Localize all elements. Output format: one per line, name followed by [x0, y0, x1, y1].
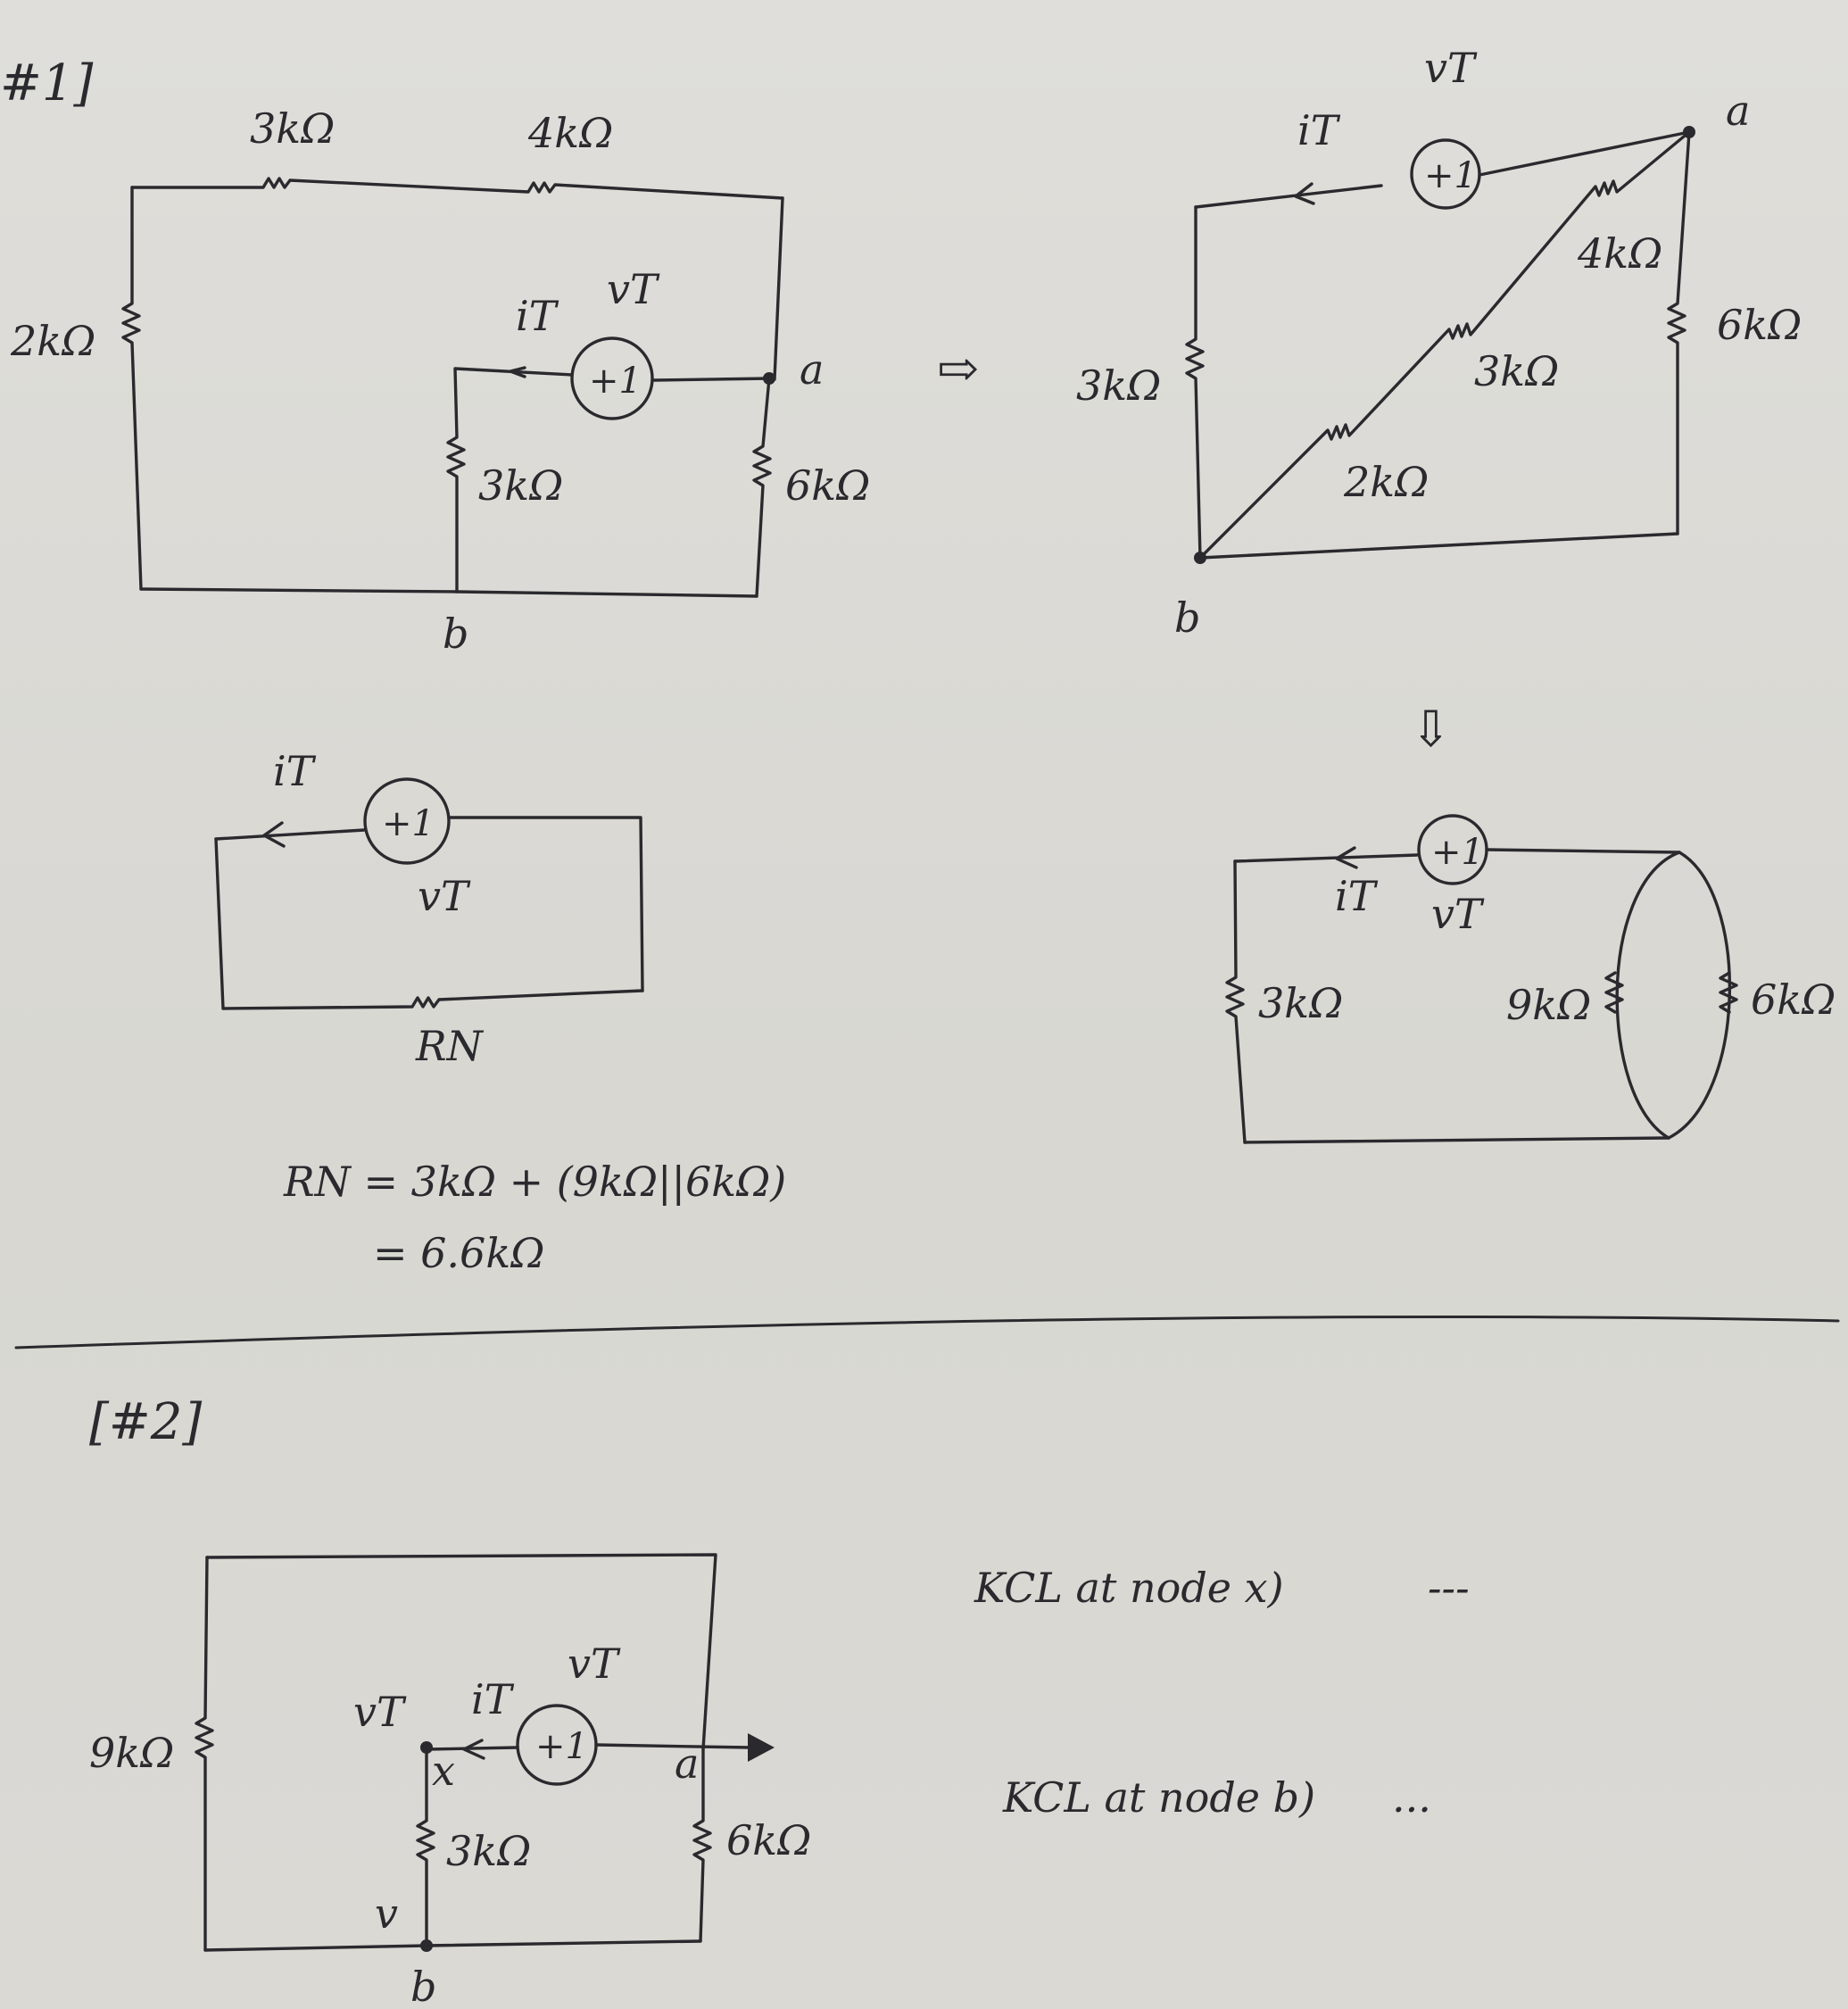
- redrawn-top-left-wire: [1194, 184, 1383, 209]
- p2-label-v: v: [375, 1889, 398, 1938]
- simplified-6k-zigzag: [1719, 971, 1738, 1014]
- problem2-title: [#2]: [89, 1393, 202, 1451]
- section-divider: [14, 1315, 1840, 1349]
- p2-label-vT-node: vT: [353, 1688, 407, 1736]
- simplified-left-wire: [1225, 859, 1247, 1144]
- simplified-6k-branch: [1667, 851, 1732, 1140]
- kcl-node-b-text: KCL at node b): [1002, 1773, 1315, 1822]
- p2-label-vT-top: vT: [568, 1640, 621, 1688]
- redrawn-right-wire: [1667, 130, 1691, 535]
- p2-src-right-wire: [594, 1743, 751, 1749]
- norton-current-arrow: [262, 821, 286, 848]
- rn-equation-line1: RN = 3kΩ + (9kΩ||6kΩ): [283, 1158, 786, 1206]
- redrawn-diagonal: [1198, 130, 1691, 560]
- redrawn-circuit: [1185, 126, 1695, 564]
- simplified-label-iT: iT: [1335, 872, 1379, 920]
- p2-src-left-wire: [425, 1746, 519, 1751]
- src-wire-right: [652, 377, 771, 382]
- p2-top-right-wire: [205, 1553, 717, 1751]
- p2-label-9k: 9kΩ: [89, 1729, 174, 1777]
- p2-right-branch: [692, 1747, 712, 1943]
- bottom-wire: [139, 587, 758, 598]
- redrawn-left-wire: [1185, 205, 1205, 560]
- simplified-label-6k: 6kΩ: [1751, 975, 1836, 1024]
- p2-label-6k: 6kΩ: [726, 1816, 811, 1864]
- simplified-source-label: +1: [1431, 832, 1484, 873]
- norton-bottom-wire: [214, 837, 644, 1010]
- p2-label-3k: 3kΩ: [446, 1827, 531, 1875]
- norton-source-label: +1: [382, 803, 435, 844]
- redrawn-label-2k: 2kΩ: [1343, 458, 1429, 506]
- redrawn-label-6k: 6kΩ: [1717, 301, 1802, 349]
- label-6k-right: 6kΩ: [785, 461, 870, 510]
- label-node-a: a: [800, 345, 824, 394]
- problem2-circuit: [195, 1553, 775, 1952]
- p2-node-b-dot: [420, 1939, 433, 1952]
- middle-branch: [446, 367, 574, 594]
- label-node-b: b: [443, 610, 468, 658]
- voltage-source: [570, 336, 654, 420]
- label-4k-top: 4kΩ: [527, 109, 613, 157]
- p2-current-arrow: [462, 1739, 485, 1760]
- label-3k-mid: 3kΩ: [478, 461, 563, 510]
- right-arrow-icon: ⇨: [937, 340, 979, 398]
- problem1-title: #1]: [0, 54, 94, 112]
- label-3k-top: 3kΩ: [250, 104, 335, 153]
- redrawn-source-label: +1: [1424, 155, 1477, 196]
- simplified-9k-zigzag: [1604, 971, 1624, 1014]
- kcl-node-b-dots: ...: [1392, 1773, 1431, 1822]
- simplified-label-9k: 9kΩ: [1506, 981, 1591, 1029]
- current-arrow: [509, 366, 526, 378]
- simplified-9k-branch: [1615, 851, 1681, 1140]
- p2-label-x: x: [432, 1747, 455, 1795]
- down-arrow-icon: ⇩: [1410, 701, 1452, 759]
- norton-right-wire: [447, 816, 644, 992]
- redrawn-label-vT: vT: [1424, 44, 1478, 92]
- p2-label-a: a: [675, 1739, 699, 1788]
- right-lower-wire: [752, 377, 772, 598]
- redrawn-label-b: b: [1174, 594, 1200, 642]
- redrawn-top-right-wire: [1478, 130, 1691, 177]
- redrawn-bottom-wire: [1198, 532, 1679, 560]
- p2-source-label: +1: [535, 1726, 588, 1767]
- simplified-top-right-wire: [1485, 848, 1681, 854]
- p2-label-iT: iT: [471, 1675, 515, 1723]
- redrawn-label-3k-diag: 3kΩ: [1474, 347, 1559, 395]
- redrawn-current-arrow: [1294, 182, 1315, 205]
- p2-bottom-wire: [203, 1939, 702, 1952]
- simplified-label-vT: vT: [1431, 890, 1485, 938]
- left-wire: [121, 186, 143, 591]
- kcl-node-x-text: KCL at node x): [974, 1564, 1284, 1612]
- simplified-circuit: [1225, 814, 1738, 1144]
- simplified-current-arrow: [1335, 846, 1358, 869]
- norton-top-left-wire: [214, 828, 366, 841]
- kcl-node-x-dots: ---: [1428, 1564, 1470, 1612]
- rn-equation-line2: = 6.6kΩ: [373, 1229, 544, 1277]
- norton-label-iT: iT: [273, 747, 317, 795]
- norton-source: [363, 777, 451, 865]
- original-circuit: [121, 177, 784, 598]
- simplified-label-3k: 3kΩ: [1258, 979, 1343, 1027]
- norton-label-vT: vT: [418, 872, 471, 920]
- redrawn-label-4k: 4kΩ: [1577, 229, 1662, 278]
- redrawn-label-a: a: [1726, 87, 1750, 135]
- redrawn-label-3k-left: 3kΩ: [1076, 361, 1161, 410]
- p2-output-arrowhead: [748, 1733, 775, 1762]
- top-wire: [130, 177, 784, 200]
- right-wire: [773, 196, 784, 381]
- label-vT: vT: [607, 265, 660, 313]
- simplified-top-left-wire: [1233, 853, 1419, 863]
- label-iT: iT: [516, 292, 559, 340]
- redrawn-label-iT: iT: [1297, 106, 1341, 154]
- p2-label-b: b: [410, 1963, 436, 2009]
- p2-left-wire: [195, 1556, 214, 1952]
- label-2k-left: 2kΩ: [10, 317, 95, 365]
- p2-middle-branch: [416, 1746, 435, 1947]
- norton-label-RN: RN: [415, 1022, 485, 1070]
- source-label: +1: [589, 361, 642, 402]
- norton-circuit: [214, 777, 644, 1010]
- simplified-bottom-wire: [1243, 1136, 1670, 1144]
